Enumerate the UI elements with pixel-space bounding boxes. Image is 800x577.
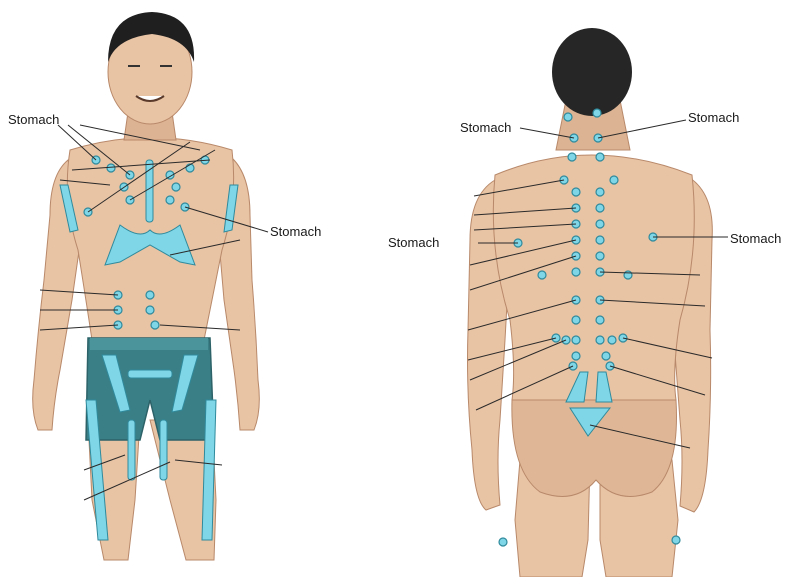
- front-meridian-bars: [59, 159, 239, 541]
- back-buttocks: [511, 399, 677, 497]
- back-label-stomach-mid-left: Stomach: [388, 235, 440, 250]
- back-head: [552, 28, 632, 116]
- back-leader-lines: [467, 119, 728, 449]
- front-shorts-waistband: [90, 338, 208, 350]
- front-smile: [135, 95, 165, 102]
- front-label-stomach-right: Stomach: [270, 224, 322, 239]
- back-meridian-shapes: [565, 371, 613, 437]
- back-label-stomach-mid-right: Stomach: [730, 231, 782, 246]
- front-hair: [108, 12, 195, 62]
- front-figure: [32, 12, 260, 561]
- back-figure: [467, 28, 713, 577]
- front-leader-lines: [39, 124, 269, 501]
- back-label-stomach-top-right: Stomach: [688, 110, 740, 125]
- front-label-stomach-left: Stomach: [8, 112, 60, 127]
- back-torso: [492, 154, 695, 401]
- back-label-stomach-top-left: Stomach: [460, 120, 512, 135]
- front-shorts: [85, 337, 215, 441]
